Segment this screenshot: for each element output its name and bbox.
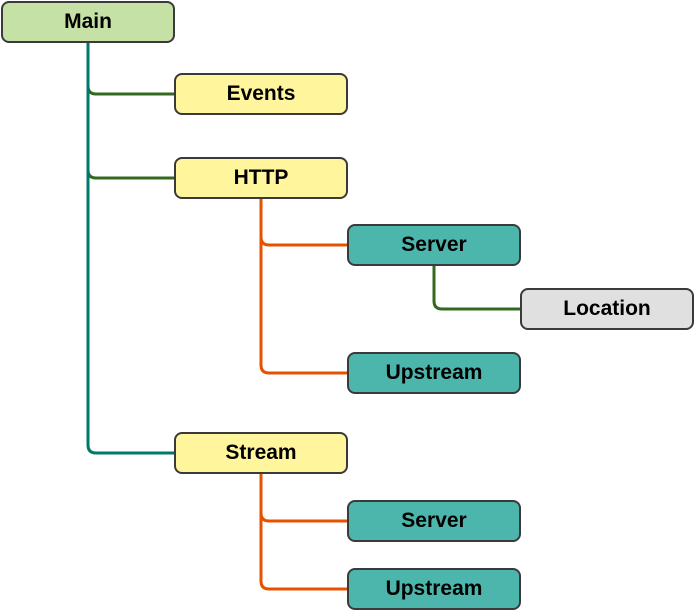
connector-stream-stream_upstream xyxy=(259,474,347,591)
node-stream: Stream xyxy=(174,432,348,474)
node-http: HTTP xyxy=(174,157,348,199)
connector-http_server-location xyxy=(432,266,520,311)
connector-stream-stream_server xyxy=(259,474,347,523)
node-location: Location xyxy=(520,288,694,330)
connector-main-stream xyxy=(86,43,174,455)
node-http-upstream: Upstream xyxy=(347,352,521,394)
node-stream-server: Server xyxy=(347,500,521,542)
node-stream-upstream: Upstream xyxy=(347,568,521,610)
connector-http-http_upstream xyxy=(259,199,347,375)
node-events: Events xyxy=(174,73,348,115)
connector-main-http xyxy=(86,43,174,180)
node-http-server: Server xyxy=(347,224,521,266)
connector-http-http_server xyxy=(259,199,347,247)
node-main: Main xyxy=(1,1,175,43)
connector-main-events xyxy=(86,43,174,96)
